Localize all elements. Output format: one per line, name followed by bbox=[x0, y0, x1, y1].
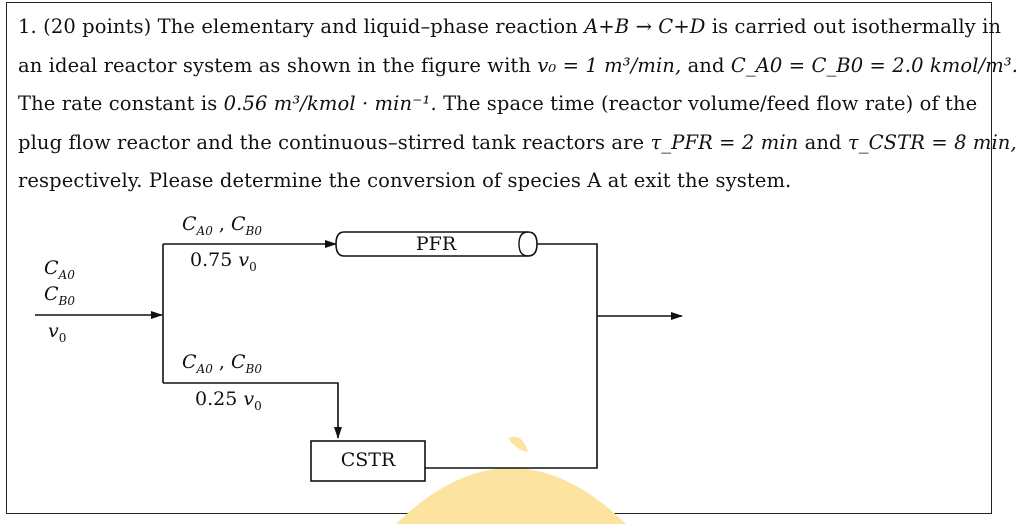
lower-flow-label: 0.25 v0 bbox=[195, 388, 262, 413]
lower-branch-line bbox=[163, 382, 342, 439]
tau-cstr-value: τ_CSTR = 8 min, bbox=[847, 130, 1017, 154]
cstr-reactor bbox=[310, 440, 426, 482]
pfr-label: PFR bbox=[415, 233, 457, 255]
problem-points: (20 points) bbox=[43, 15, 152, 38]
concentration-value: C_A0 = C_B0 = 2.0 kmol/m³. bbox=[730, 53, 1018, 77]
pfr-reactor bbox=[335, 231, 538, 257]
problem-line-3: The rate constant is 0.56 m³/kmol · min⁻… bbox=[18, 85, 990, 124]
problem-line-4: plug flow reactor and the continuous–sti… bbox=[18, 124, 1017, 163]
watermark-shape bbox=[396, 436, 626, 524]
text-segment: is carried out isothermally in bbox=[711, 15, 1002, 38]
upper-conc-label: CA0 , CB0 bbox=[182, 213, 262, 238]
text-segment: plug flow reactor and the continuous–sti… bbox=[18, 130, 645, 154]
tau-pfr-value: τ_PFR = 2 min bbox=[650, 130, 799, 154]
cstr-label: CSTR bbox=[340, 449, 396, 471]
inlet-conc-a-label: CA0 bbox=[44, 257, 75, 282]
text-segment: The space time (reactor volume/feed flow… bbox=[443, 92, 978, 115]
upper-flow-label: 0.75 v0 bbox=[190, 249, 257, 274]
rate-constant-value: 0.56 m³/kmol · min⁻¹. bbox=[223, 92, 437, 115]
text-segment: an ideal reactor system as shown in the … bbox=[18, 53, 531, 77]
text-segment: The elementary and liquid–phase reaction bbox=[157, 15, 578, 38]
reaction-equation: A+B → C+D bbox=[584, 15, 706, 38]
inlet-flow-label: v0 bbox=[48, 320, 67, 345]
problem-line-2: an ideal reactor system as shown in the … bbox=[18, 47, 1018, 86]
lower-conc-label: CA0 , CB0 bbox=[182, 351, 262, 376]
text-segment: and bbox=[804, 130, 842, 154]
text-segment: The rate constant is bbox=[18, 92, 218, 115]
problem-line-1: 1. (20 points) The elementary and liquid… bbox=[18, 8, 1001, 47]
text-segment: and bbox=[687, 53, 725, 77]
problem-number: 1. bbox=[18, 15, 37, 38]
cstr-outlet-line bbox=[425, 316, 598, 469]
pfr-outlet-line bbox=[537, 243, 598, 316]
problem-text: 1. (20 points) The elementary and liquid… bbox=[18, 8, 1018, 201]
flow-rate-value: v₀ = 1 m³/min, bbox=[537, 53, 682, 77]
text-segment: respectively. Please determine the conve… bbox=[18, 169, 792, 192]
inlet-conc-b-label: CB0 bbox=[44, 283, 75, 308]
problem-line-5: respectively. Please determine the conve… bbox=[18, 162, 990, 201]
